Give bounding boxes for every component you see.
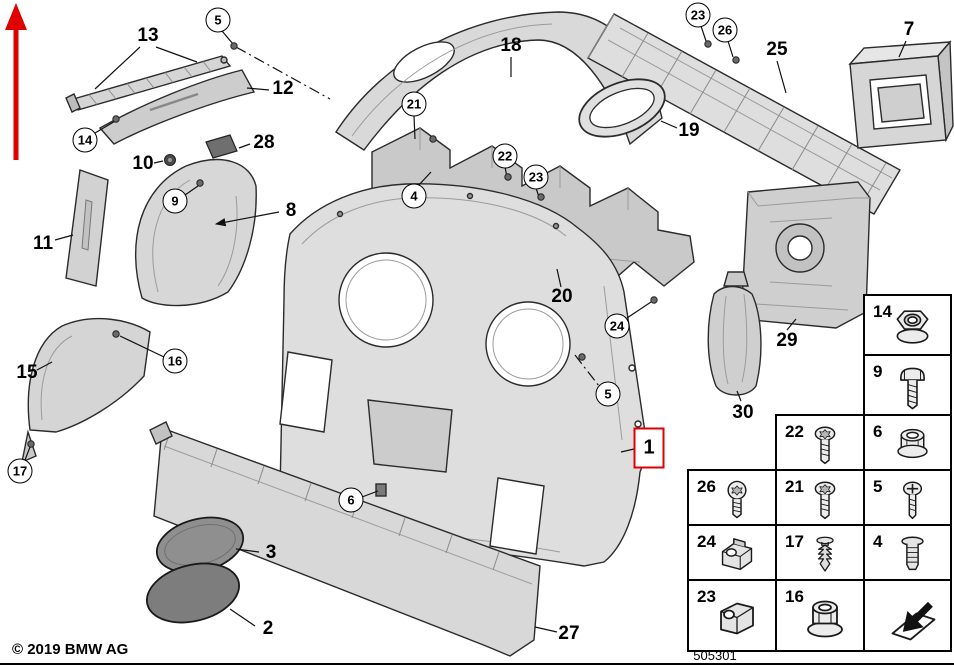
callout-circle-14[interactable]: 14	[72, 127, 98, 153]
grid-cell-arrow[interactable]	[863, 579, 952, 652]
callout-7[interactable]: 7	[903, 19, 915, 40]
grid-cell-number: 14	[873, 302, 892, 321]
grid-cell-6[interactable]: 6	[863, 414, 952, 471]
callout-circle-24[interactable]: 24	[604, 313, 630, 339]
grid-cell-23[interactable]: 23	[687, 579, 777, 652]
torx-screw-icon	[814, 426, 836, 465]
part-13-shape	[65, 55, 232, 113]
callout-19[interactable]: 19	[678, 120, 700, 141]
part-29-shape	[741, 181, 871, 329]
callout-circle-26[interactable]: 26	[712, 17, 738, 43]
grid-cell-number: 16	[785, 587, 804, 606]
callout-circle-22[interactable]: 22	[492, 143, 518, 169]
part-3-shape	[155, 516, 245, 574]
expanding-clip-icon	[816, 536, 834, 572]
callout-25[interactable]: 25	[766, 39, 788, 60]
grid-cell-26[interactable]: 26	[687, 469, 777, 526]
callout-circle-23[interactable]: 23	[523, 164, 549, 190]
phillips-screw-icon	[902, 481, 923, 520]
part-19-shape	[578, 78, 666, 138]
callout-11[interactable]: 11	[32, 233, 54, 254]
cage-nut-icon	[721, 538, 753, 571]
callout-circle-16[interactable]: 16	[162, 348, 188, 374]
leader-lines	[24, 25, 907, 633]
grid-cell-4[interactable]: 4	[863, 524, 952, 581]
hex-nut-washer-icon	[807, 600, 843, 638]
callout-circle-6[interactable]: 6	[338, 487, 364, 513]
callout-18[interactable]: 18	[500, 35, 522, 56]
grid-cell-number: 21	[785, 477, 804, 496]
callout-15[interactable]: 15	[16, 362, 38, 383]
part-25-shape	[587, 13, 901, 215]
grid-cell-24[interactable]: 24	[687, 524, 777, 581]
part-11-shape	[65, 169, 109, 287]
grid-cell-number: 6	[873, 422, 882, 441]
grid-cell-number: 9	[873, 362, 882, 381]
callout-circle-17[interactable]: 17	[7, 458, 33, 484]
highlight-arrow	[5, 3, 27, 160]
callout-circle-4[interactable]: 4	[401, 183, 427, 209]
grid-cell-number: 4	[873, 532, 883, 551]
clip-nut-icon	[720, 602, 754, 635]
diagram-number: 505301	[693, 648, 737, 663]
callout-13[interactable]: 13	[137, 25, 159, 46]
grid-cell-5[interactable]: 5	[863, 469, 952, 526]
callout-29[interactable]: 29	[776, 330, 798, 351]
flange-nut-icon	[897, 428, 928, 459]
grid-cell-number: 22	[785, 422, 804, 441]
highlighted-callout-1[interactable]: 1	[633, 427, 665, 469]
grid-cell-number: 17	[785, 532, 804, 551]
callout-circle-5[interactable]: 5	[205, 7, 231, 33]
grid-cell-16[interactable]: 16	[775, 579, 865, 652]
grid-cell-number: 23	[697, 587, 716, 606]
grid-cell-number: 24	[697, 532, 716, 551]
callout-12[interactable]: 12	[272, 78, 294, 99]
grid-cell-14[interactable]: 14	[863, 294, 952, 356]
callout-3[interactable]: 3	[265, 542, 277, 563]
callout-circle-23[interactable]: 23	[685, 2, 711, 28]
part-12-shape	[98, 69, 256, 145]
part-2-shape	[145, 562, 241, 624]
grid-cell-21[interactable]: 21	[775, 469, 865, 526]
torx-round-screw-icon	[727, 480, 747, 519]
copyright: © 2019 BMW AG	[12, 641, 129, 658]
callout-circle-5[interactable]: 5	[595, 381, 621, 407]
grid-cell-9[interactable]: 9	[863, 354, 952, 416]
attachment-screws	[27, 40, 740, 448]
callout-10[interactable]: 10	[132, 153, 154, 174]
grid-cell-22[interactable]: 22	[775, 414, 865, 471]
part-1-shape	[279, 183, 649, 567]
part-7-shape	[848, 40, 954, 149]
pan-head-screw-icon	[900, 367, 925, 410]
part-30-shape	[707, 271, 762, 396]
callout-20[interactable]: 20	[551, 286, 573, 307]
callout-27[interactable]: 27	[558, 623, 580, 644]
part-28-shape	[205, 134, 238, 159]
grid-cell-number: 5	[873, 477, 882, 496]
torx-screw-icon	[814, 481, 836, 520]
callout-2[interactable]: 2	[262, 618, 274, 639]
expanding-rivet-icon	[901, 536, 924, 571]
flange-nut-angled-icon	[896, 310, 929, 344]
callout-28[interactable]: 28	[253, 132, 275, 153]
part-18-shape	[335, 11, 663, 151]
callout-8[interactable]: 8	[285, 200, 297, 221]
part-10-shape	[164, 154, 176, 166]
part-27-shape	[149, 421, 541, 657]
callout-circle-9[interactable]: 9	[162, 188, 188, 214]
sheet-arrow-icon	[891, 601, 936, 641]
grid-cell-17[interactable]: 17	[775, 524, 865, 581]
callout-circle-21[interactable]: 21	[401, 91, 427, 117]
bottom-rule	[0, 663, 954, 665]
grid-cell-number: 26	[697, 477, 716, 496]
callout-30[interactable]: 30	[732, 402, 754, 423]
